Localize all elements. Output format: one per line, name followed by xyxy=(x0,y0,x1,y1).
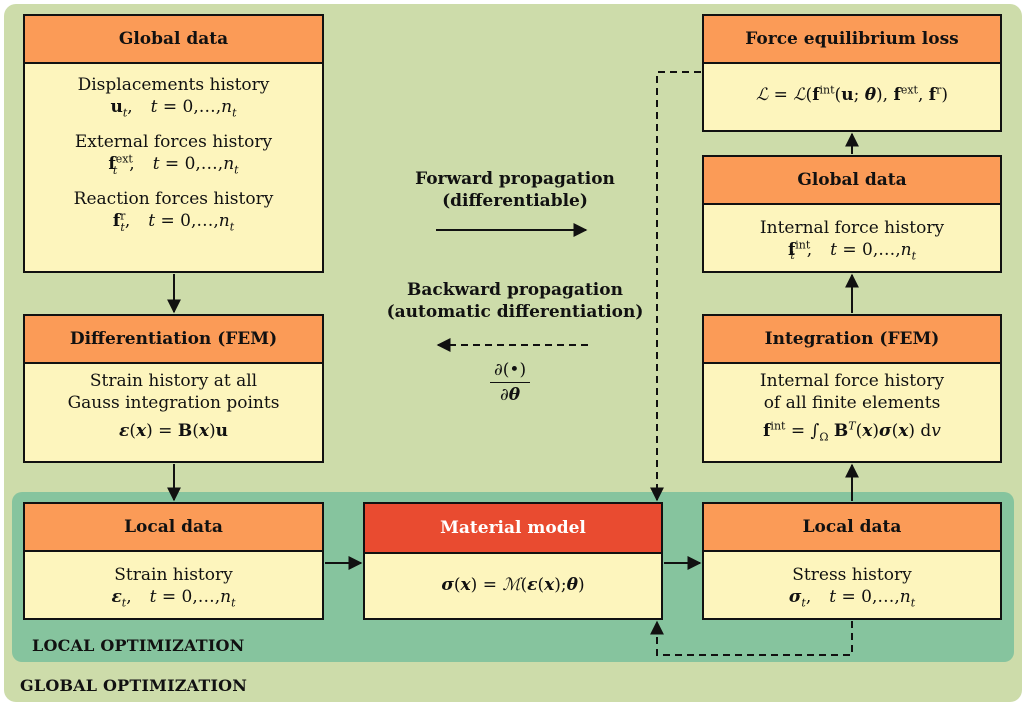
box-title: Integration (FEM) xyxy=(704,316,1000,364)
internal-force-history-formula: fintt,t = 0,…,nt xyxy=(787,238,917,263)
internal-force-integral-formula: fint = ∫Ω BT(x)σ(x) dv xyxy=(763,419,941,444)
backward-path-stress-to-material xyxy=(650,620,853,656)
box-line: Displacements history xyxy=(77,75,270,95)
box-line: Reaction forces history xyxy=(73,189,274,210)
force-equilibrium-loss-box: Force equilibrium loss ℒ = ℒ(fint(u; θ),… xyxy=(702,14,1002,132)
backward-path-loss-to-material xyxy=(650,71,701,502)
local-optimization-label: LOCAL OPTIMIZATION xyxy=(32,636,245,655)
derivative-numerator: ∂(•) xyxy=(490,360,531,383)
box-line: Gauss integration points xyxy=(67,393,280,414)
box-line: External forces history xyxy=(74,132,273,153)
strain-formula: ε(x) = B(x)u xyxy=(119,421,228,442)
derivative-fraction: ∂(•) ∂θ xyxy=(490,360,531,405)
global-data-box-left: Global data Displacements history ut,t =… xyxy=(23,14,324,273)
forward-propagation-label: Forward propagation (differentiable) xyxy=(415,169,615,212)
integration-box: Integration (FEM) Internal force history… xyxy=(702,314,1002,463)
material-model-formula: σ(x) = ℳ(ε(x);θ) xyxy=(441,575,585,595)
box-line: Internal force history xyxy=(759,218,945,238)
differentiation-box: Differentiation (FEM) Strain history at … xyxy=(23,314,324,463)
box-line: of all finite elements xyxy=(763,393,941,414)
derivative-denominator: ∂θ xyxy=(499,385,521,405)
box-title: Global data xyxy=(25,16,322,64)
external-forces-formula: fextt,t = 0,…,nt xyxy=(108,152,239,177)
backward-propagation-label: Backward propagation (automatic differen… xyxy=(386,280,644,323)
box-title: Local data xyxy=(704,504,1000,552)
global-optimization-label: GLOBAL OPTIMIZATION xyxy=(20,676,248,695)
local-data-box-right: Local data Stress history σt,t = 0,…,nt xyxy=(702,502,1002,620)
box-line: Stress history xyxy=(792,565,912,585)
box-title: Material model xyxy=(365,504,661,554)
strain-history-formula: εt,t = 0,…,nt xyxy=(111,587,236,610)
box-line: Strain history xyxy=(114,565,233,585)
box-title: Local data xyxy=(25,504,322,552)
displacements-formula: ut,t = 0,…,nt xyxy=(110,97,237,120)
stress-history-formula: σt,t = 0,…,nt xyxy=(788,587,916,610)
box-title: Differentiation (FEM) xyxy=(25,316,322,364)
box-title: Force equilibrium loss xyxy=(704,16,1000,64)
material-model-box: Material model σ(x) = ℳ(ε(x);θ) xyxy=(363,502,663,620)
box-line: Strain history at all xyxy=(89,371,258,391)
reaction-forces-formula: frt,t = 0,…,nt xyxy=(112,209,235,234)
box-title: Global data xyxy=(704,157,1000,205)
loss-formula: ℒ = ℒ(fint(u; θ), fext, fr) xyxy=(755,83,949,105)
global-data-box-right: Global data Internal force history fintt… xyxy=(702,155,1002,273)
box-line: Internal force history xyxy=(759,371,945,391)
local-data-box-left: Local data Strain history εt,t = 0,…,nt xyxy=(23,502,324,620)
